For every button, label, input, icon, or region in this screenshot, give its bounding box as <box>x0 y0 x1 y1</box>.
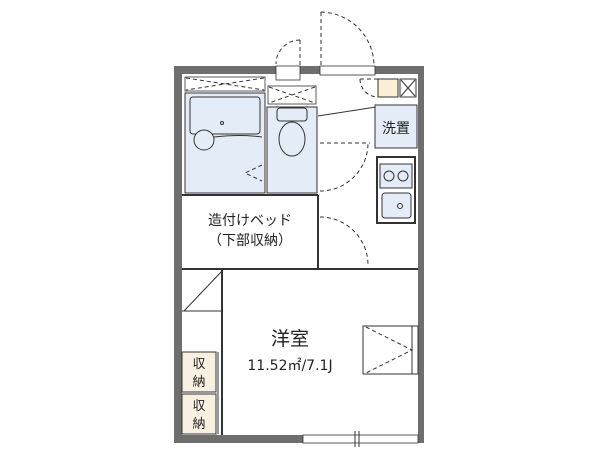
bath-top-shelf <box>184 76 266 92</box>
entrance-door-opening <box>319 65 376 76</box>
window <box>302 434 419 444</box>
storage-1-label: 納 <box>192 375 205 390</box>
storage-2-label: 収 <box>192 399 205 414</box>
storage-2-label: 納 <box>192 417 205 432</box>
counter-line <box>213 135 263 138</box>
burner-icon <box>383 170 395 182</box>
shelf-cross <box>268 86 316 104</box>
storage-1-label: 収 <box>192 357 205 372</box>
laundry-label: 洗置 <box>382 121 410 137</box>
small-door-swing <box>275 39 301 66</box>
sink <box>381 192 412 219</box>
bathtub <box>189 96 261 135</box>
storage-diagonal <box>182 270 223 312</box>
room-size: 11.52㎡/7.1J <box>247 358 332 374</box>
meter-box <box>377 78 399 98</box>
bed-label: 造付けベッド <box>208 213 292 229</box>
toilet-tank <box>276 107 308 122</box>
room-door-swing <box>319 216 369 266</box>
stove <box>379 163 413 189</box>
washbasin <box>193 129 215 151</box>
laundry-space <box>374 104 418 149</box>
meter-door-swing <box>359 78 379 98</box>
corridor-wall <box>317 106 377 117</box>
storage-1 <box>181 351 217 393</box>
window-divider <box>354 431 360 447</box>
entrance-door-swing <box>320 11 375 67</box>
toilet-bowl <box>278 121 306 157</box>
small-door-opening <box>275 65 301 81</box>
storage-2 <box>181 393 217 435</box>
room-closet <box>362 325 419 375</box>
drain-icon <box>220 121 224 125</box>
bed-sublabel: （下部収納） <box>208 233 292 249</box>
room-label: 洋室 <box>271 328 309 350</box>
drain-icon <box>397 203 403 209</box>
bath-door-swing <box>243 164 263 182</box>
shelf-cross <box>185 77 265 91</box>
toilet-door-swing <box>319 142 370 192</box>
partition-walls <box>182 194 418 435</box>
shelf-cross <box>400 79 416 97</box>
burner-icon <box>397 170 409 182</box>
